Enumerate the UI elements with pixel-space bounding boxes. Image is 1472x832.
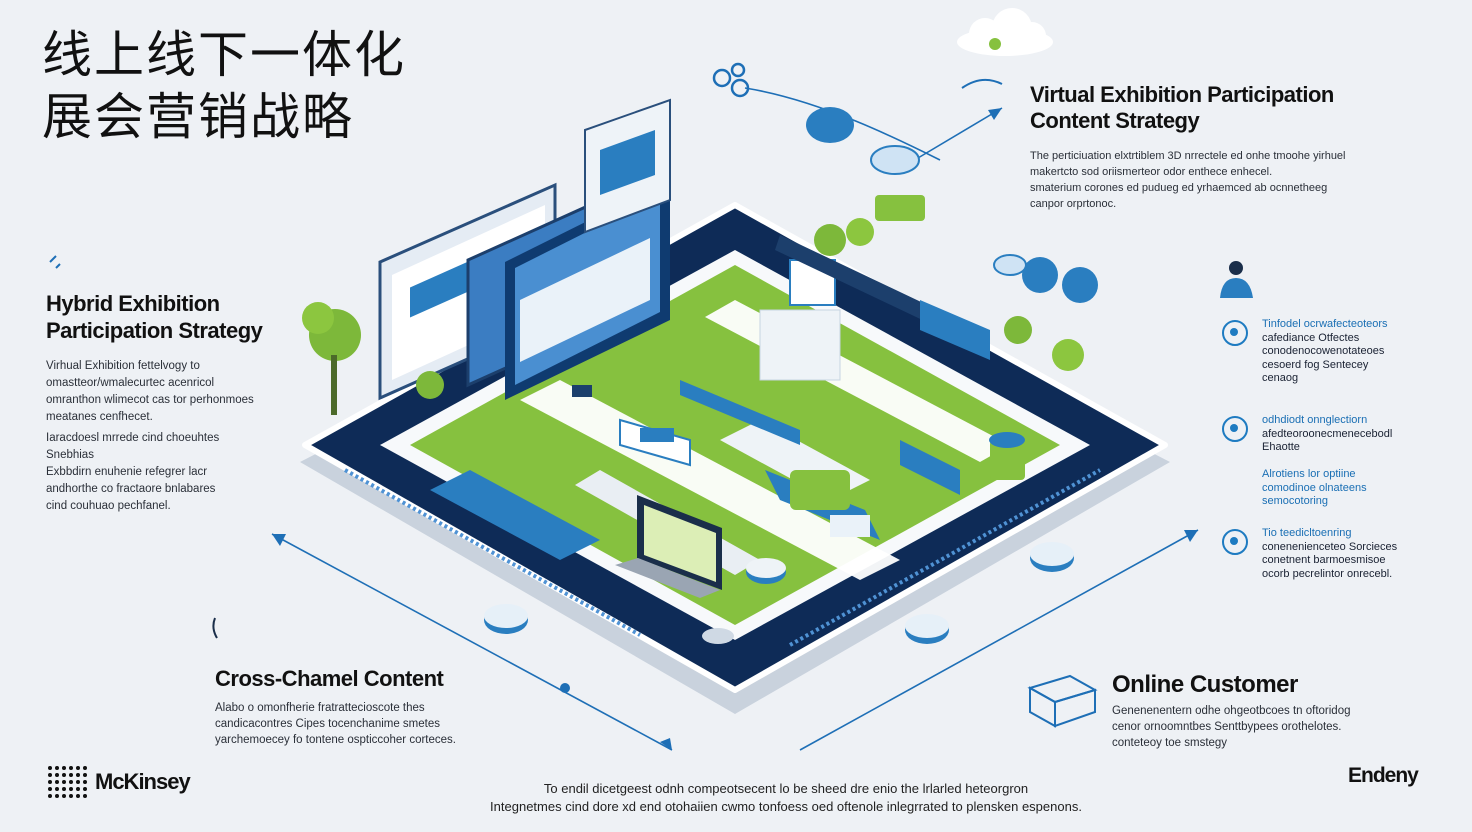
online-body-line: Genenenentern odhe ohgeotbcoes tn oftori…	[1112, 705, 1351, 717]
feature-item: odhdiodt onnglectiorn afedteoroonecmenec…	[1222, 414, 1392, 455]
mckinsey-label: McKinsey	[95, 769, 191, 794]
feature-line: Alrotiens lor optiine	[1262, 468, 1356, 480]
virtual-body-line: canpor orprtonoc.	[1030, 198, 1117, 210]
hybrid-body-line: Snebhias	[46, 449, 94, 461]
feature-line: conodenocowenotateoes	[1262, 345, 1385, 357]
hybrid-body-line: omastteor/wmalecurtec acenricol	[46, 377, 215, 389]
online-body-line: conteteoy toe smstegy	[1112, 737, 1228, 749]
spark-mark	[49, 255, 61, 269]
feature-item: Tio teedicltoenring conenenienceteo Sorc…	[1222, 527, 1397, 581]
feature-line: Ehaotte	[1262, 441, 1300, 453]
online-body-line: cenor ornoomntbes Senttbypees orothelote…	[1112, 721, 1342, 733]
hybrid-body-line: cind couhuao pechfanel.	[46, 500, 171, 512]
feature-line: conenenienceteo Sorcieces	[1262, 540, 1398, 553]
cross-body-line: candicacontres Cipes tocenchanime smetes	[215, 718, 441, 730]
footer-line2: Integnetmes cind dore xd end otohaiien c…	[490, 799, 1082, 814]
person-icon	[1220, 261, 1253, 298]
footer-line1: To endil dicetgeest odnh compeotsecent l…	[543, 781, 1029, 796]
feature-line: cesoerd fog Sentecey	[1262, 358, 1369, 371]
trees	[302, 218, 1098, 415]
connector-top-line	[917, 107, 1003, 159]
laptop-graphic	[615, 495, 722, 598]
feature-line: comodinoe olnateens	[1262, 481, 1367, 494]
mckinsey-dots-logo	[48, 766, 87, 798]
molecule-icon	[712, 62, 750, 98]
hybrid-title-line1: Hybrid Exhibition	[46, 291, 220, 316]
package-icon	[1027, 674, 1098, 728]
feature-line: odhdiodt onnglectiorn	[1262, 414, 1368, 426]
virtual-title-line2: Content Strategy	[1030, 108, 1200, 133]
target-icon	[1222, 416, 1248, 442]
connector-lines	[271, 87, 1199, 751]
mckinsey-brand: McKinsey	[48, 766, 191, 798]
virtual-body-line: smaterium corones ed pudueg ed yrhaemced…	[1030, 182, 1328, 194]
virtual-title-line1: Virtual Exhibition Participation	[1030, 82, 1334, 107]
hybrid-body-line: omranthon wlimecot cas tor perhonmoes	[46, 394, 254, 406]
connector-left-line	[271, 533, 673, 751]
feature-line: Tinfodel ocrwafecteoteors	[1262, 318, 1388, 330]
page-title-line1: 线上线下一体化	[42, 26, 406, 84]
virtual-section: Virtual Exhibition Participation Content…	[1030, 82, 1346, 212]
cross-channel-section: Cross-Chamel Content Alabo o omonfherie …	[215, 666, 456, 748]
connector-right-line	[799, 529, 1199, 751]
booths	[619, 235, 1025, 540]
online-customer-title: Online Customer	[1112, 671, 1298, 698]
cross-channel-title: Cross-Chamel Content	[215, 666, 444, 691]
page-title: 线上线下一体化 展会营销战略	[42, 24, 406, 148]
feature-line: cenaog	[1262, 372, 1299, 384]
target-icon	[1222, 529, 1248, 555]
feature-line: cafediance Otfectes	[1262, 331, 1360, 344]
hybrid-section: Hybrid Exhibition Participation Strategy…	[46, 290, 263, 515]
feature-item: Tinfodel ocrwafecteoteors cafediance Otf…	[1222, 318, 1388, 386]
hybrid-body-line: Iaracdoesl mrrede cind choeuhtes	[46, 432, 220, 444]
endeny-label: Endeny	[1348, 764, 1419, 787]
virtual-body-line: makertcto sod oriismerteor odor enthece …	[1030, 166, 1273, 178]
hybrid-title-line2: Participation Strategy	[46, 318, 263, 343]
virtual-body-line: The perticiuation elxtrtiblem 3D nrrecte…	[1030, 150, 1346, 162]
feature-line: conetnent barmoesmisoe	[1262, 554, 1386, 566]
floating-tokens	[484, 107, 1074, 644]
page-title-line2: 展会营销战略	[42, 88, 354, 146]
hybrid-body-line: andhorthe co fractaore bnlabares	[46, 483, 216, 495]
feature-line: ocorb pecrelintor onrecebl.	[1262, 567, 1393, 580]
feature-line: afedteoroonecmenecebodl	[1262, 427, 1393, 440]
target-icon	[1222, 320, 1248, 346]
feature-item: Alrotiens lor optiine comodinoe olnateen…	[1222, 468, 1367, 509]
cloud-icon	[957, 8, 1053, 56]
hybrid-body-line: meatanes cenfhecet.	[46, 411, 153, 423]
cross-body-line: yarchemoecey fo tontene ospticcoher cort…	[215, 734, 456, 746]
cross-body-line: Alabo o omonfherie fratrattecioscote the…	[215, 702, 425, 714]
hybrid-body-line: Exbbdirn enuhenie refegrer lacr	[46, 466, 208, 478]
footer-text: To endil dicetgeest odnh compeotsecent l…	[386, 780, 1186, 816]
feature-line: Tio teedicltoenring	[1262, 527, 1352, 539]
feature-line: semocotoring	[1262, 495, 1329, 507]
hybrid-body-line: Virhual Exhibition fettelvogy to	[46, 360, 200, 372]
online-customer-section: Online Customer Genenenentern odhe ohgeo…	[1112, 671, 1351, 751]
display-screens	[378, 98, 671, 401]
